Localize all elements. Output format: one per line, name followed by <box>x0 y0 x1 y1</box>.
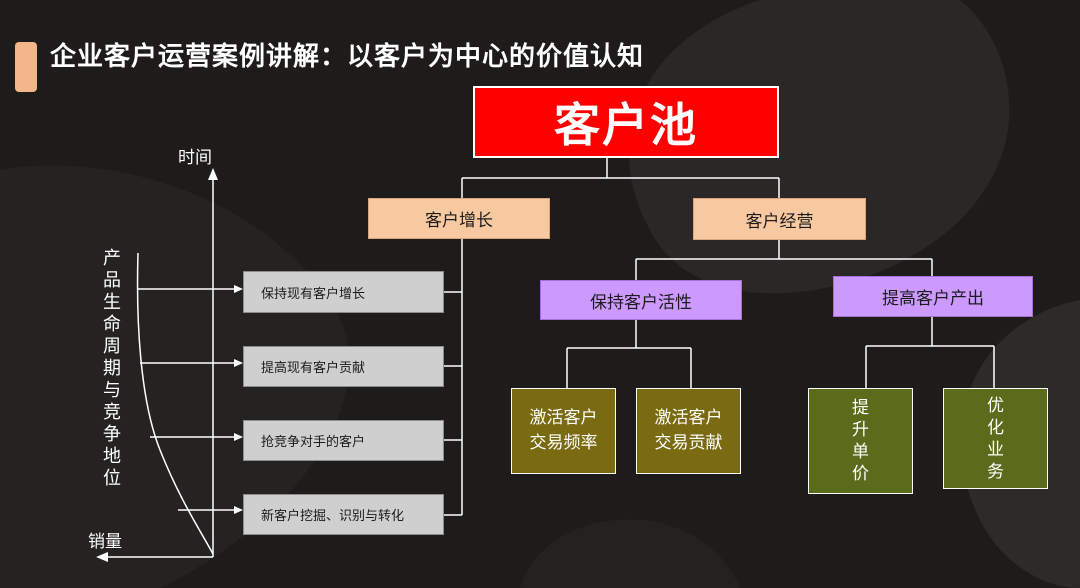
title-accent-bar <box>15 42 37 92</box>
page-title: 企业客户运营案例讲解：以客户为中心的价值认知 <box>50 42 645 72</box>
axis-label-time: 时间 <box>178 148 212 168</box>
customer-pool-box: 客户池 <box>473 86 779 158</box>
customer-operation-box: 客户经营 <box>693 198 866 240</box>
growth-item-keep-existing: 保持现有客户增长 <box>243 271 444 313</box>
raise-price-box: 提 升 单 价 <box>808 388 913 494</box>
growth-item-raise-contribution: 提高现有客户贡献 <box>243 346 444 387</box>
growth-item-new-customer: 新客户挖掘、识别与转化 <box>243 494 444 535</box>
growth-item-win-competitor: 抢竞争对手的客户 <box>243 420 444 461</box>
activate-contribution-box: 激活客户 交易贡献 <box>636 388 741 474</box>
raise-output-box: 提高客户产出 <box>833 276 1033 317</box>
axis-label-sales: 销量 <box>88 532 122 552</box>
activate-frequency-box: 激活客户 交易频率 <box>511 388 616 474</box>
customer-growth-box: 客户增长 <box>368 198 550 239</box>
keep-activity-box: 保持客户活性 <box>540 280 742 320</box>
optimize-business-box: 优 化 业 务 <box>943 388 1048 489</box>
lifecycle-label: 产品生命周期与竞争地位 <box>103 248 121 489</box>
